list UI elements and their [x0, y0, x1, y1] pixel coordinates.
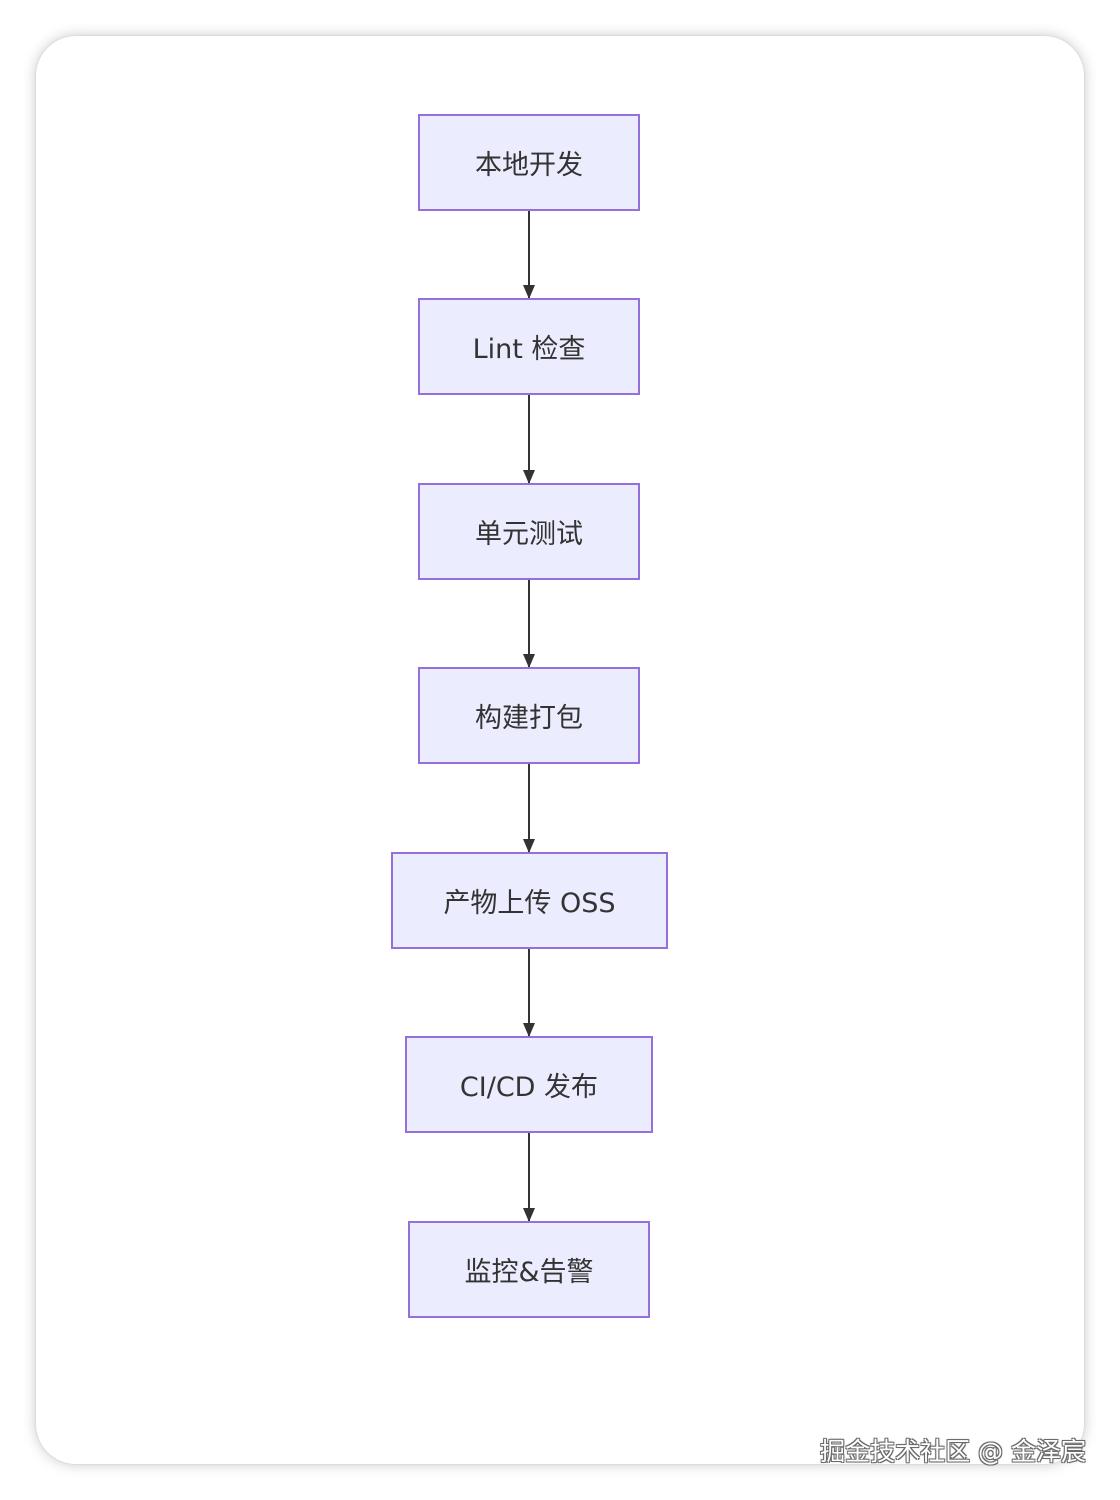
node-label: 单元测试	[475, 519, 583, 550]
node-label: Lint 检查	[472, 334, 586, 365]
node-label: 产物上传 OSS	[443, 888, 616, 919]
node-label: CI/CD 发布	[459, 1072, 599, 1103]
node-label: 监控&告警	[464, 1257, 594, 1288]
node-lint-check: Lint 检查	[418, 298, 640, 395]
watermark: 掘金技术社区 @ 金泽宸	[820, 1437, 1086, 1466]
node-build: 构建打包	[418, 667, 640, 764]
node-label: 本地开发	[475, 150, 583, 181]
node-local-dev: 本地开发	[418, 114, 640, 211]
node-upload-oss: 产物上传 OSS	[391, 852, 668, 949]
node-unit-test: 单元测试	[418, 483, 640, 580]
node-cicd-release: CI/CD 发布	[405, 1036, 653, 1133]
node-label: 构建打包	[475, 703, 583, 734]
node-monitor-alert: 监控&告警	[408, 1221, 650, 1318]
